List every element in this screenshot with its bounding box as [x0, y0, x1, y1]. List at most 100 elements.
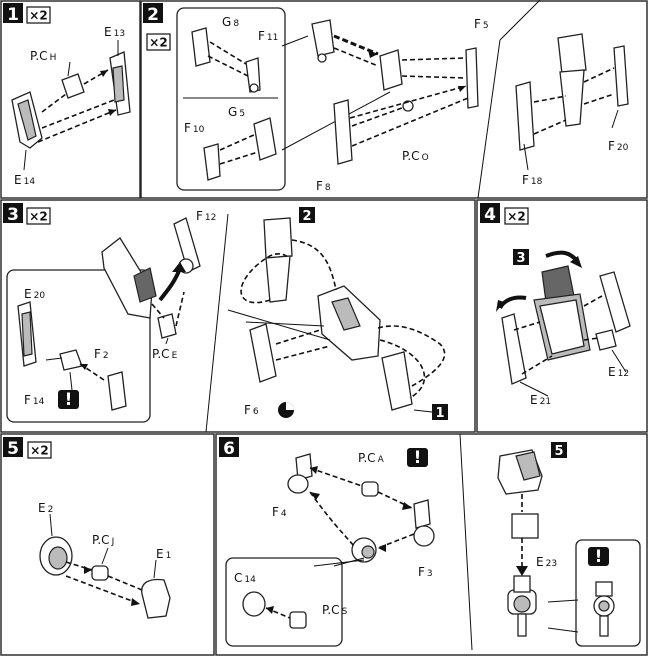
part-ref1 — [381, 351, 413, 411]
svg-text:3: 3 — [516, 251, 525, 266]
part-f4 — [287, 474, 309, 494]
notice-badge-step6: ! — [407, 448, 428, 468]
part-f20 — [613, 45, 629, 107]
part-c14 — [242, 591, 266, 617]
part-f10 — [203, 143, 221, 181]
part-block — [379, 49, 403, 91]
svg-text:!: ! — [65, 390, 73, 410]
step-5-diagram — [39, 513, 171, 619]
sub-assembly-box — [176, 7, 286, 191]
step-3-badge: 3 ×2 — [3, 203, 51, 225]
step-5-panel — [0, 433, 215, 656]
part-f11 — [311, 19, 335, 57]
part-f3-top — [413, 499, 431, 529]
reference-box-5: 5 — [551, 442, 567, 459]
part-pch — [61, 73, 85, 99]
step-3-panel — [0, 199, 476, 433]
step-4-badge: 4 ×2 — [480, 203, 529, 225]
part-head-ref2 — [263, 217, 293, 259]
notice-badge-detail: ! — [588, 547, 609, 567]
svg-text:1: 1 — [7, 5, 19, 25]
part-e21 — [501, 313, 527, 385]
step-1-diagram — [11, 40, 131, 171]
step-2-diagram — [176, 0, 629, 199]
part-f12 — [173, 217, 201, 273]
marker-f6-symbol — [278, 402, 294, 418]
svg-text:5: 5 — [7, 439, 19, 459]
part-pcj — [91, 565, 109, 581]
svg-text:2: 2 — [147, 5, 159, 25]
part-e12 — [595, 329, 617, 351]
svg-text:4: 4 — [484, 205, 496, 225]
detail-inset — [575, 539, 641, 647]
part-g5 — [253, 117, 277, 161]
step-2-badge: 2 ×2 — [143, 3, 171, 51]
part-f6 — [249, 323, 277, 383]
assembly-arrow — [83, 69, 109, 85]
part-f14 — [59, 349, 83, 371]
part-f18 — [515, 81, 535, 151]
step-5-badge: 5 ×2 — [3, 437, 52, 459]
step-2-panel — [140, 0, 648, 199]
step-4-diagram — [496, 250, 631, 397]
part-f8 — [333, 99, 353, 165]
svg-text:5: 5 — [554, 444, 563, 459]
svg-text:!: ! — [595, 547, 603, 567]
part-f11-small — [245, 57, 261, 93]
part-f5 — [465, 47, 479, 109]
part-upper-cap — [557, 33, 587, 75]
part-f2 — [107, 371, 127, 411]
part-f3 — [413, 525, 435, 547]
step-3-diagram — [6, 213, 446, 433]
part-g8 — [191, 27, 211, 67]
part-neck-block — [511, 513, 539, 539]
step-6-diagram — [225, 433, 641, 651]
notice-badge-step3: ! — [58, 390, 79, 410]
svg-text:2: 2 — [302, 209, 311, 224]
reference-box-3: 3 — [513, 249, 529, 266]
step-5-multiplier: ×2 — [30, 444, 48, 458]
step-4-panel — [476, 199, 648, 433]
sub-assembly-box — [225, 557, 343, 647]
step-6-badge: 6 — [219, 437, 239, 459]
part-pcs — [289, 611, 307, 629]
step-2-multiplier: ×2 — [149, 36, 167, 50]
step-6-panel — [215, 433, 648, 656]
svg-text:1: 1 — [435, 406, 444, 421]
step-4-multiplier: ×2 — [507, 210, 525, 224]
svg-text:6: 6 — [223, 439, 235, 459]
step-1-multiplier: ×2 — [29, 9, 47, 23]
part-e1 — [141, 578, 171, 619]
svg-text:3: 3 — [7, 205, 19, 225]
reference-box-2: 2 — [299, 207, 315, 224]
part-pca — [361, 481, 379, 497]
svg-text:!: ! — [414, 448, 422, 468]
reference-box-1: 1 — [432, 404, 448, 421]
